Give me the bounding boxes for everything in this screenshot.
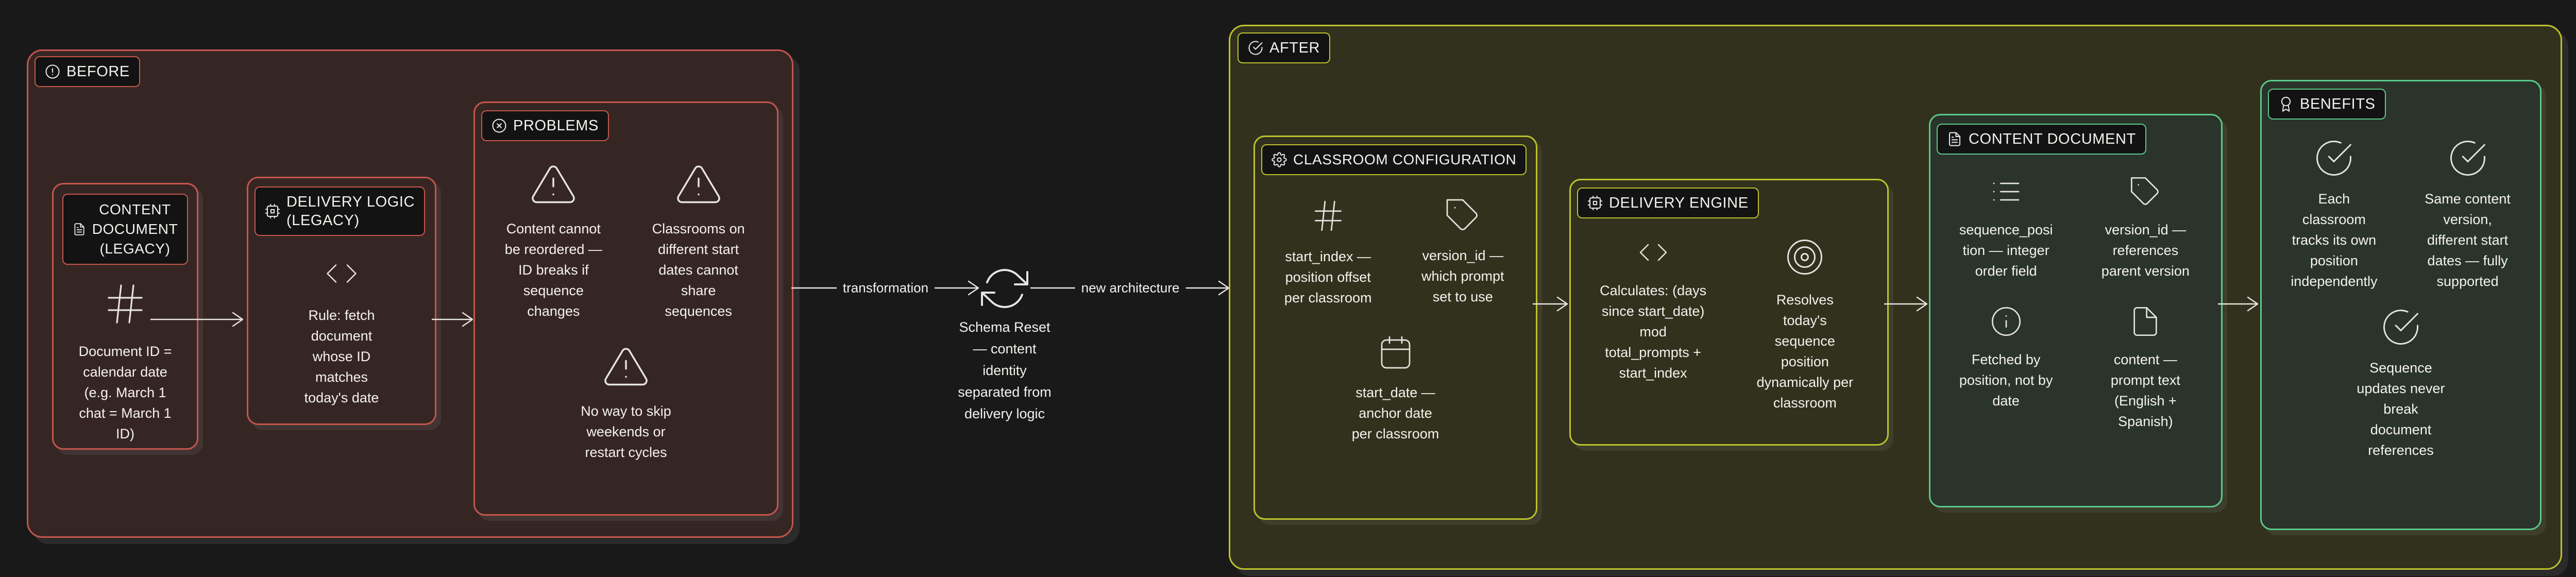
delivery-logic-legacy-title: DELIVERY LOGIC (LEGACY)	[255, 186, 426, 236]
content-document-title-text: CONTENT DOCUMENT	[1969, 131, 2136, 147]
node-delivery-logic-legacy: DELIVERY LOGIC (LEGACY) Rule: fetch docu…	[247, 177, 436, 425]
content-document-legacy-title-text: CONTENT DOCUMENT (LEGACY)	[92, 201, 178, 257]
delivery-engine-title-text: DELIVERY ENGINE	[1609, 195, 1749, 211]
document-item: content — prompt text (English + Spanish…	[2076, 305, 2215, 432]
benefits-title-text: BENEFITS	[2300, 96, 2376, 112]
classroom-configuration-title: CLASSROOM CONFIGURATION	[1261, 144, 1527, 175]
arrow-engine-to-document	[1884, 295, 1928, 313]
problem-item: Classrooms on different start dates cann…	[626, 161, 771, 321]
config-item: start_index — position offset per classr…	[1261, 197, 1396, 308]
arrow-before-to-transform: transformation	[791, 279, 980, 297]
check-circle-icon	[2448, 138, 2488, 178]
info-icon	[1990, 305, 2023, 338]
hash-icon	[100, 279, 150, 329]
after-group-frame: AFTER CLASSROOM CONFIGURATION start_inde…	[1229, 25, 2562, 570]
list-icon	[1990, 175, 2023, 208]
target-icon	[1785, 237, 1825, 277]
file-text-icon	[1947, 131, 1962, 147]
code-icon	[1638, 237, 1669, 268]
check-circle-icon	[2314, 138, 2354, 178]
config-item-text: start_date — anchor date per classroom	[1351, 385, 1439, 442]
document-item-text: version_id — references parent version	[2101, 222, 2190, 279]
arrow-deliverylogic-to-problems	[432, 310, 474, 329]
alert-triangle-icon	[530, 161, 577, 208]
node-problems: PROBLEMS Content cannot be reordered — I…	[473, 101, 778, 516]
benefits-title: BENEFITS	[2268, 89, 2386, 120]
content-document-title: CONTENT DOCUMENT	[1937, 124, 2146, 155]
check-circle-icon	[2381, 307, 2421, 347]
benefit-item: Each classroom tracks its own position i…	[2267, 138, 2401, 292]
after-label-text: AFTER	[1269, 40, 1320, 56]
engine-item-text: Resolves today's sequence position dynam…	[1756, 292, 1854, 411]
cpu-icon	[265, 203, 280, 219]
after-group-label: AFTER	[1238, 32, 1331, 63]
benefit-item: Same content version, different start da…	[2401, 138, 2534, 292]
before-group-frame: BEFORE CONTENT DOCUMENT (LEGACY) Documen…	[27, 49, 793, 538]
alert-triangle-icon	[675, 161, 722, 208]
config-item-text: version_id — which prompt set to use	[1421, 248, 1504, 304]
refresh-icon	[980, 264, 1029, 313]
arrow-classroom-to-engine	[1533, 295, 1569, 313]
benefit-item: Sequence updates never break document re…	[2320, 307, 2481, 461]
benefit-item-text: Each classroom tracks its own position i…	[2291, 191, 2378, 289]
benefit-item-text: Sequence updates never break document re…	[2357, 360, 2445, 458]
x-circle-icon	[492, 118, 507, 133]
node-delivery-engine: DELIVERY ENGINE Calculates: (days since …	[1569, 179, 1889, 446]
before-group-label: BEFORE	[35, 56, 140, 87]
calendar-icon	[1377, 334, 1414, 371]
node-benefits: BENEFITS Each classroom tracks its own p…	[2260, 80, 2541, 530]
config-item-text: start_index — position offset per classr…	[1284, 249, 1372, 306]
benefit-item-text: Same content version, different start da…	[2425, 191, 2511, 289]
arrow-document-to-benefits	[2218, 295, 2259, 313]
alert-triangle-icon	[602, 343, 650, 391]
cpu-icon	[1587, 195, 1603, 211]
document-item-text: Fetched by position, not by date	[1959, 352, 2053, 409]
engine-item-text: Calculates: (days since start_date) mod …	[1600, 283, 1707, 381]
gear-icon	[1272, 152, 1287, 167]
document-item-text: content — prompt text (English + Spanish…	[2110, 352, 2180, 429]
tag-icon	[1444, 197, 1481, 234]
delivery-logic-legacy-title-text: DELIVERY LOGIC (LEGACY)	[286, 194, 415, 229]
transformation-arrow-label: transformation	[836, 280, 935, 296]
problems-title: PROBLEMS	[481, 110, 609, 141]
node-content-document: CONTENT DOCUMENT sequence_posi tion — in…	[1929, 114, 2223, 507]
problem-item-text: No way to skip weekends or restart cycle…	[581, 403, 671, 460]
content-document-legacy-title: CONTENT DOCUMENT (LEGACY)	[62, 194, 189, 265]
classroom-configuration-title-text: CLASSROOM CONFIGURATION	[1293, 151, 1517, 167]
arrow-transform-to-after: new architecture	[1030, 279, 1230, 297]
delivery-engine-title: DELIVERY ENGINE	[1577, 188, 1759, 218]
document-item: sequence_posi tion — integer order field	[1936, 175, 2076, 281]
document-item-text: sequence_posi tion — integer order field	[1959, 222, 2053, 279]
problem-item: No way to skip weekends or restart cycle…	[536, 343, 716, 463]
award-icon	[2278, 96, 2294, 112]
content-document-legacy-body: Document ID = calendar date (e.g. March …	[78, 344, 172, 442]
engine-item: Calculates: (days since start_date) mod …	[1577, 237, 1729, 413]
arrow-contentdoc-to-deliverylogic	[150, 310, 244, 329]
file-text-icon	[73, 223, 86, 236]
check-circle-icon	[1248, 40, 1263, 56]
problem-item: Content cannot be reordered — ID breaks …	[481, 161, 626, 321]
hash-icon	[1309, 197, 1347, 235]
engine-item: Resolves today's sequence position dynam…	[1729, 237, 1881, 413]
config-item: version_id — which prompt set to use	[1396, 197, 1531, 308]
problem-item-text: Classrooms on different start dates cann…	[652, 221, 745, 319]
problem-item-text: Content cannot be reordered — ID breaks …	[504, 221, 602, 319]
node-content-document-legacy: CONTENT DOCUMENT (LEGACY) Document ID = …	[52, 183, 198, 450]
schema-reset-caption: Schema Reset — content identity separate…	[958, 319, 1052, 421]
new-architecture-arrow-label: new architecture	[1075, 280, 1186, 296]
delivery-logic-legacy-body: Rule: fetch document whose ID matches to…	[304, 308, 379, 405]
tag-icon	[2129, 175, 2162, 208]
file-icon	[2129, 305, 2162, 338]
config-item: start_date — anchor date per classroom	[1315, 334, 1477, 444]
document-item: version_id — references parent version	[2076, 175, 2215, 281]
node-classroom-configuration: CLASSROOM CONFIGURATION start_index — po…	[1253, 135, 1537, 520]
alert-circle-icon	[45, 64, 60, 79]
before-label-text: BEFORE	[66, 63, 130, 80]
code-icon	[325, 257, 359, 291]
document-item: Fetched by position, not by date	[1936, 305, 2076, 432]
problems-title-text: PROBLEMS	[513, 117, 599, 134]
